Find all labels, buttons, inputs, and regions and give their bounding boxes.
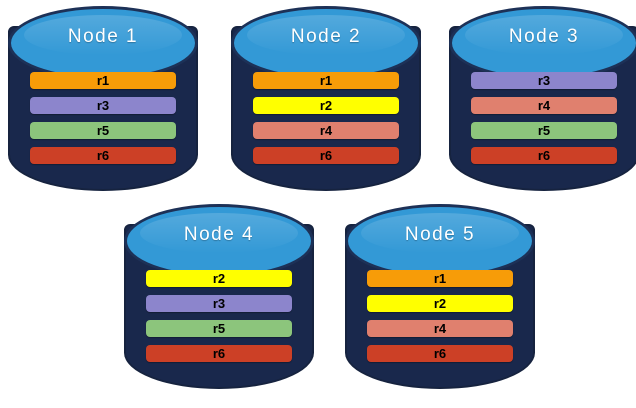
replica-bar[interactable]: r5 — [471, 122, 617, 139]
replica-label: r2 — [212, 271, 226, 286]
replica-label: r6 — [212, 346, 226, 361]
node-cylinder-3[interactable]: Node 3 r3 r4 r5 r6 — [449, 6, 636, 196]
replica-bar[interactable]: r2 — [253, 97, 399, 114]
replica-bar[interactable]: r1 — [253, 72, 399, 89]
replica-label: r5 — [212, 321, 226, 336]
replica-label: r2 — [433, 296, 447, 311]
replica-bar[interactable]: r5 — [30, 122, 176, 139]
replica-bar[interactable]: r3 — [146, 295, 292, 312]
replica-label: r5 — [537, 123, 551, 138]
node-cylinder-4[interactable]: Node 4 r2 r3 r5 r6 — [124, 204, 314, 394]
replica-bar[interactable]: r1 — [30, 72, 176, 89]
replica-label: r6 — [96, 148, 110, 163]
node-cylinder-1[interactable]: Node 1 r1 r3 r5 r6 — [8, 6, 198, 196]
node-label: Node 5 — [404, 224, 476, 245]
replica-bar[interactable]: r6 — [146, 345, 292, 362]
replica-label: r5 — [96, 123, 110, 138]
replica-label: r4 — [433, 321, 447, 336]
replica-label: r1 — [319, 73, 333, 88]
replica-bar[interactable]: r2 — [367, 295, 513, 312]
replica-label: r3 — [212, 296, 226, 311]
node-label: Node 3 — [508, 26, 580, 47]
replica-bar[interactable]: r1 — [367, 270, 513, 287]
replica-label: r4 — [537, 98, 551, 113]
replica-label: r6 — [537, 148, 551, 163]
replica-label: r3 — [537, 73, 551, 88]
node-label: Node 2 — [290, 26, 362, 47]
replica-list: r2 r3 r5 r6 — [146, 270, 292, 362]
replica-list: r1 r3 r5 r6 — [30, 72, 176, 164]
replica-bar[interactable]: r4 — [253, 122, 399, 139]
replica-bar[interactable]: r6 — [367, 345, 513, 362]
replica-label: r6 — [319, 148, 333, 163]
replica-list: r1 r2 r4 r6 — [367, 270, 513, 362]
replica-bar[interactable]: r3 — [471, 72, 617, 89]
replica-bar[interactable]: r4 — [367, 320, 513, 337]
node-cylinder-5[interactable]: Node 5 r1 r2 r4 r6 — [345, 204, 535, 394]
replica-bar[interactable]: r5 — [146, 320, 292, 337]
replica-label: r2 — [319, 98, 333, 113]
replica-list: r1 r2 r4 r6 — [253, 72, 399, 164]
replica-label: r1 — [433, 271, 447, 286]
replica-bar[interactable]: r4 — [471, 97, 617, 114]
replica-label: r6 — [433, 346, 447, 361]
replica-label: r4 — [319, 123, 333, 138]
replica-bar[interactable]: r3 — [30, 97, 176, 114]
replica-bar[interactable]: r6 — [253, 147, 399, 164]
replica-bar[interactable]: r6 — [471, 147, 617, 164]
node-cylinder-2[interactable]: Node 2 r1 r2 r4 r6 — [231, 6, 421, 196]
node-label: Node 4 — [183, 224, 255, 245]
replica-label: r3 — [96, 98, 110, 113]
replica-bar[interactable]: r2 — [146, 270, 292, 287]
node-label: Node 1 — [67, 26, 139, 47]
replica-label: r1 — [96, 73, 110, 88]
replica-bar[interactable]: r6 — [30, 147, 176, 164]
replica-list: r3 r4 r5 r6 — [471, 72, 617, 164]
